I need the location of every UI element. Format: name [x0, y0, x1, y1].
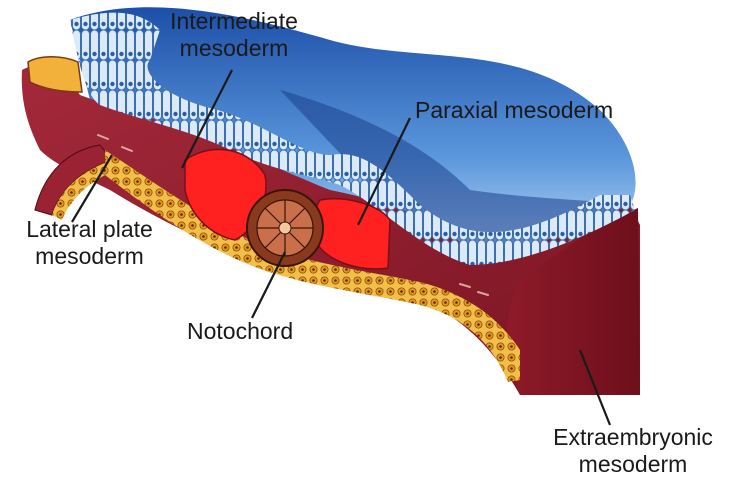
label-lateral-line1: Lateral plate	[2, 216, 177, 243]
label-lateral-plate-mesoderm: Lateral plate mesoderm	[2, 216, 177, 270]
label-extraembryonic-line2: mesoderm	[533, 451, 733, 478]
label-extraembryonic-line1: Extraembryonic	[533, 424, 733, 451]
label-paraxial-mesoderm: Paraxial mesoderm	[415, 97, 613, 124]
label-intermediate-line1: Intermediate	[158, 8, 310, 35]
label-paraxial-text: Paraxial mesoderm	[415, 97, 613, 124]
label-intermediate-mesoderm: Intermediate mesoderm	[158, 8, 310, 62]
label-extraembryonic-mesoderm: Extraembryonic mesoderm	[533, 424, 733, 478]
label-notochord-text: Notochord	[187, 318, 293, 345]
label-notochord: Notochord	[187, 318, 293, 345]
label-intermediate-line2: mesoderm	[158, 35, 310, 62]
label-lateral-line2: mesoderm	[2, 243, 177, 270]
notochord-icon	[247, 190, 323, 266]
